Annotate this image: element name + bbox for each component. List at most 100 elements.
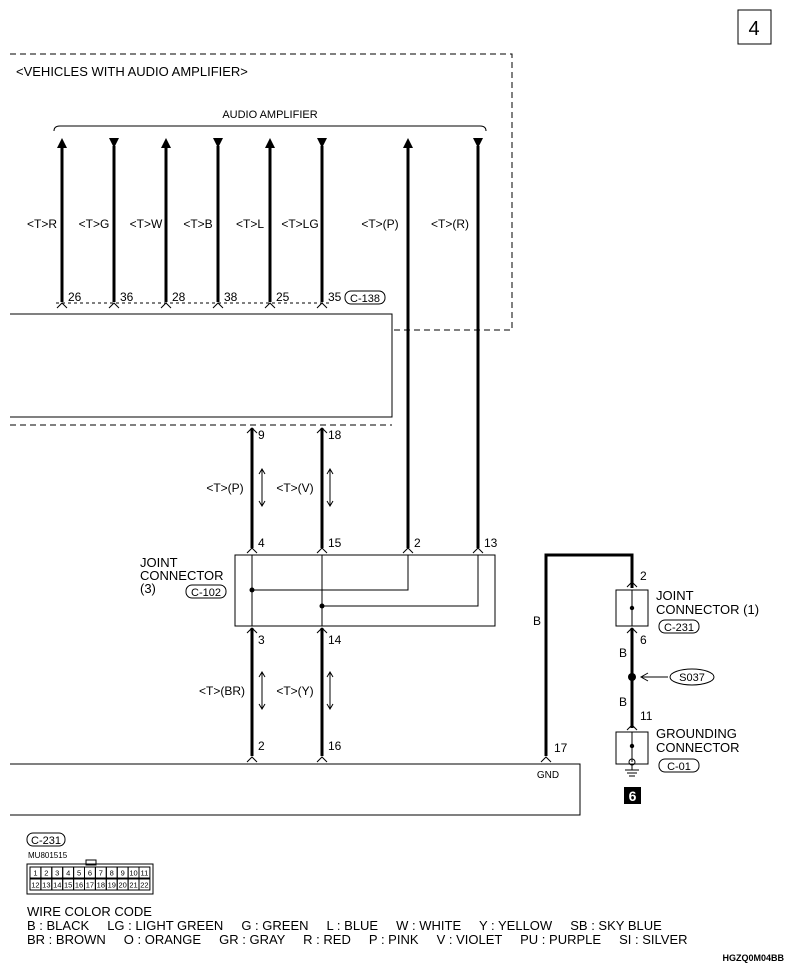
connector-pin-number: 4 — [66, 869, 70, 878]
connector-c138-badge — [344, 290, 386, 305]
gnd-label: GND — [537, 770, 559, 781]
wire-label-1: <T>R — [27, 217, 57, 231]
jc3-pin-3: 3 — [258, 633, 265, 647]
jc3-pin-2: 2 — [414, 536, 421, 550]
connector-view-part: MU801515 — [28, 851, 68, 860]
wire-label-lower-br: <T>(BR) — [199, 684, 245, 698]
pin-26: 26 — [68, 290, 82, 304]
wire-color-b-2: B — [619, 646, 627, 660]
wire-label-8: <T>(R) — [431, 217, 469, 231]
connector-c231-badge — [658, 619, 700, 634]
pin-18: 18 — [328, 428, 342, 442]
wire-label-upper-v: <T>(V) — [276, 481, 313, 495]
wire-label-2: <T>G — [79, 217, 110, 231]
connector-pin-number: 11 — [141, 869, 149, 878]
connector-pin-number: 17 — [86, 881, 94, 890]
jc1-pin-2: 2 — [640, 569, 647, 583]
joint-connector-3-internal — [246, 547, 484, 634]
connector-pin-number: 19 — [108, 881, 116, 890]
ground-symbol-icon — [625, 765, 639, 777]
connector-pin-number: 1 — [33, 869, 37, 878]
wire-ground-b — [544, 553, 634, 756]
ground-point-number: 6 — [629, 788, 637, 804]
wire-label-lower-y: <T>(Y) — [276, 684, 313, 698]
connector-pin-number: 20 — [118, 881, 126, 890]
connector-c102: C-102 — [191, 587, 221, 599]
pin-16-lower: 16 — [328, 739, 342, 753]
double-arrow-icons-upper — [258, 468, 334, 507]
connector-pin-number: 14 — [53, 881, 61, 890]
splice-s037-badge — [669, 668, 715, 686]
jc1-name-line2: CONNECTOR (1) — [656, 602, 759, 617]
wire-color-b-ground: B — [533, 614, 541, 628]
connector-pin-number: 18 — [97, 881, 105, 890]
jc3-pin-4: 4 — [258, 536, 265, 550]
pin-25: 25 — [276, 290, 290, 304]
connector-pin-number: 16 — [75, 881, 83, 890]
jc3-pin-13: 13 — [484, 536, 498, 550]
connector-pin-number: 15 — [64, 881, 72, 890]
jc1-pin-6: 6 — [640, 633, 647, 647]
gc-name-line2: CONNECTOR — [656, 740, 740, 755]
connector-view-key — [85, 859, 97, 866]
amplifier-wires — [57, 138, 483, 548]
connector-pin-cell — [138, 878, 151, 891]
amplifier-label: AUDIO AMPLIFIER — [222, 109, 317, 121]
wire-label-upper-p: <T>(P) — [206, 481, 243, 495]
connector-c01: C-01 — [667, 761, 691, 773]
amplifier-bracket — [53, 125, 487, 132]
connector-pin-number: 2 — [44, 869, 48, 878]
wire-label-5: <T>L — [236, 217, 264, 231]
amplifier-pin-ticks — [56, 302, 328, 309]
wire-color-b-3: B — [619, 695, 627, 709]
double-arrow-icons-lower — [246, 671, 334, 763]
splice-s037: S037 — [679, 672, 705, 684]
jc3-pin-15: 15 — [328, 536, 342, 550]
jc3-name-line2: CONNECTOR — [140, 568, 224, 583]
wire-label-4: <T>B — [183, 217, 212, 231]
wire-label-7: <T>(P) — [361, 217, 398, 231]
unit-box-upper — [10, 313, 393, 418]
wire-color-code-line1: B : BLACK LG : LIGHT GREEN G : GREEN L :… — [27, 918, 662, 933]
connector-c138: C-138 — [350, 293, 380, 305]
splice-dot — [628, 673, 636, 681]
gc-name-line1: GROUNDING — [656, 726, 737, 741]
connector-view-badge — [26, 832, 66, 847]
connector-pin-number: 10 — [129, 869, 137, 878]
connector-c102-badge — [185, 584, 227, 599]
amplifier-region-outline — [10, 53, 513, 331]
joint-connector-3-box — [234, 554, 496, 627]
pin-28: 28 — [172, 290, 186, 304]
pin-2-lower: 2 — [258, 739, 265, 753]
ground-point-badge — [624, 787, 641, 804]
connector-pin-number: 7 — [99, 869, 103, 878]
connector-pin-number: 5 — [77, 869, 81, 878]
jc1-name-line1: JOINT — [656, 588, 694, 603]
connector-pin-number: 22 — [140, 881, 148, 890]
wire-color-code-title: WIRE COLOR CODE — [27, 904, 152, 919]
connector-c231: C-231 — [664, 622, 694, 634]
wire-color-code-line2: BR : BROWN O : ORANGE GR : GRAY R : RED … — [27, 932, 688, 947]
connector-view-id: C-231 — [31, 835, 61, 847]
connector-view-body — [26, 863, 154, 895]
connector-pin-number: 6 — [88, 869, 92, 878]
connector-pin-number: 13 — [42, 881, 50, 890]
page-number: 4 — [748, 18, 759, 40]
wire-label-3: <T>W — [130, 217, 163, 231]
connector-pin-number: 12 — [31, 881, 39, 890]
connector-c01-badge — [658, 758, 700, 773]
connector-pin-number: 3 — [55, 869, 59, 878]
page-number-box — [737, 9, 772, 45]
connector-pin-number: 8 — [110, 869, 114, 878]
pin-36: 36 — [120, 290, 134, 304]
jc3-pin-14: 14 — [328, 633, 342, 647]
jc3-name-line1: JOINT — [140, 555, 178, 570]
gc-pin-11: 11 — [640, 709, 653, 723]
vehicle-section-label: <VEHICLES WITH AUDIO AMPLIFIER> — [16, 64, 248, 79]
connector-pin-number: 9 — [121, 869, 125, 878]
pin-9: 9 — [258, 428, 265, 442]
pin-35: 35 — [328, 290, 342, 304]
